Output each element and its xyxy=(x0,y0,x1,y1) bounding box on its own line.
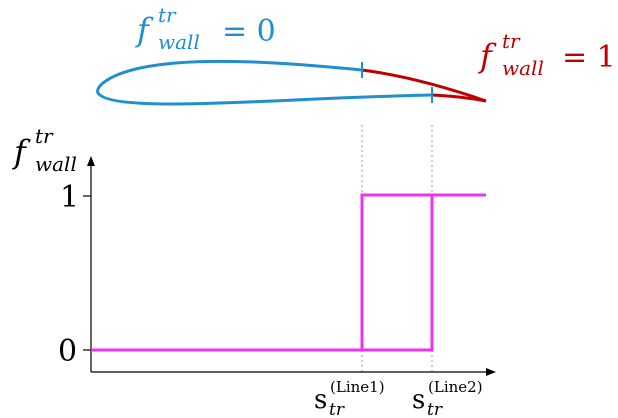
step-series-2 xyxy=(91,193,486,352)
series-group xyxy=(91,193,486,352)
svg-text:tr: tr xyxy=(502,29,521,53)
svg-text:tr: tr xyxy=(329,400,345,418)
label-fwall-zero: f tr wall = 0 xyxy=(135,3,276,54)
svg-text:tr: tr xyxy=(35,124,54,148)
svg-text:s: s xyxy=(412,385,425,415)
axes: 1 0 xyxy=(58,156,496,376)
svg-text:= 0: = 0 xyxy=(222,14,276,49)
svg-text:f: f xyxy=(478,37,497,75)
y-tick-label-0: 0 xyxy=(58,334,77,369)
svg-text:(Line2): (Line2) xyxy=(428,378,483,396)
svg-text:tr: tr xyxy=(158,3,177,27)
airfoil-turbulent-upper xyxy=(361,68,487,103)
svg-text:tr: tr xyxy=(427,400,443,418)
airfoil-laminar-upper xyxy=(96,59,433,106)
y-axis-label: f tr wall xyxy=(12,124,77,176)
x-axis-arrow xyxy=(486,368,496,376)
x-marker-line2-label: s tr (Line2) xyxy=(412,378,483,418)
x-marker-line1-label: s tr (Line1) xyxy=(314,378,385,418)
svg-text:f: f xyxy=(135,11,154,49)
svg-text:f: f xyxy=(12,133,31,171)
svg-text:wall: wall xyxy=(158,30,200,54)
y-axis-arrow xyxy=(87,156,95,166)
airfoil xyxy=(96,59,487,106)
label-fwall-one: f tr wall = 1 xyxy=(478,29,616,80)
y-tick-label-1: 1 xyxy=(60,180,79,215)
svg-text:= 1: = 1 xyxy=(562,40,616,75)
svg-text:(Line1): (Line1) xyxy=(330,378,385,396)
airfoil-turbulent-lower xyxy=(431,93,487,103)
svg-text:wall: wall xyxy=(35,152,77,176)
svg-text:s: s xyxy=(314,385,327,415)
step-series-1 xyxy=(91,193,486,352)
svg-text:wall: wall xyxy=(502,56,544,80)
